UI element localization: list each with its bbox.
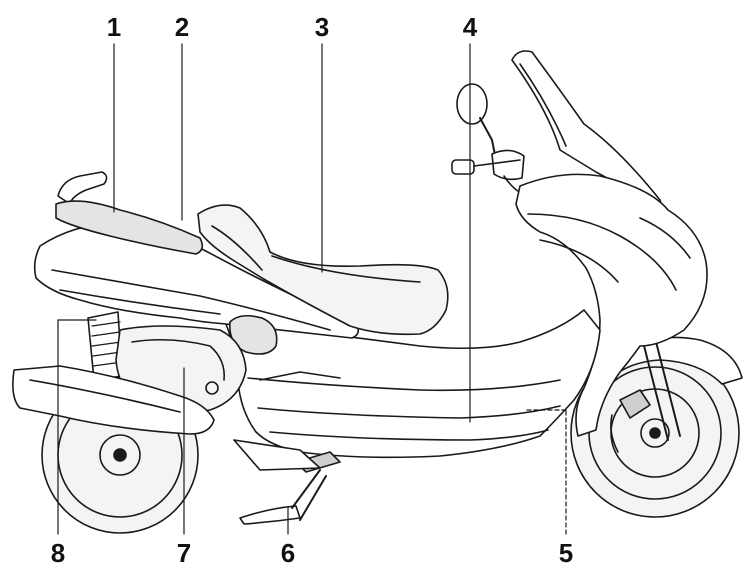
- callout-7: 7: [176, 538, 192, 568]
- front-body: [515, 173, 708, 437]
- callout-4: 4: [462, 12, 478, 42]
- windshield: [511, 50, 665, 217]
- rear-shock: [87, 311, 123, 381]
- grab-rail: [57, 171, 108, 205]
- leader-lines: [57, 43, 567, 535]
- callout-3: 3: [314, 12, 330, 42]
- front-fork: [639, 325, 681, 441]
- callout-5: 5: [558, 538, 574, 568]
- callout-1: 1: [106, 12, 122, 42]
- callout-6: 6: [280, 538, 296, 568]
- muffler: [12, 365, 215, 435]
- mirror: [456, 83, 497, 161]
- side-stand: [239, 505, 301, 525]
- handlebar: [451, 149, 541, 198]
- callout-8: 8: [50, 538, 66, 568]
- callout-2: 2: [174, 12, 190, 42]
